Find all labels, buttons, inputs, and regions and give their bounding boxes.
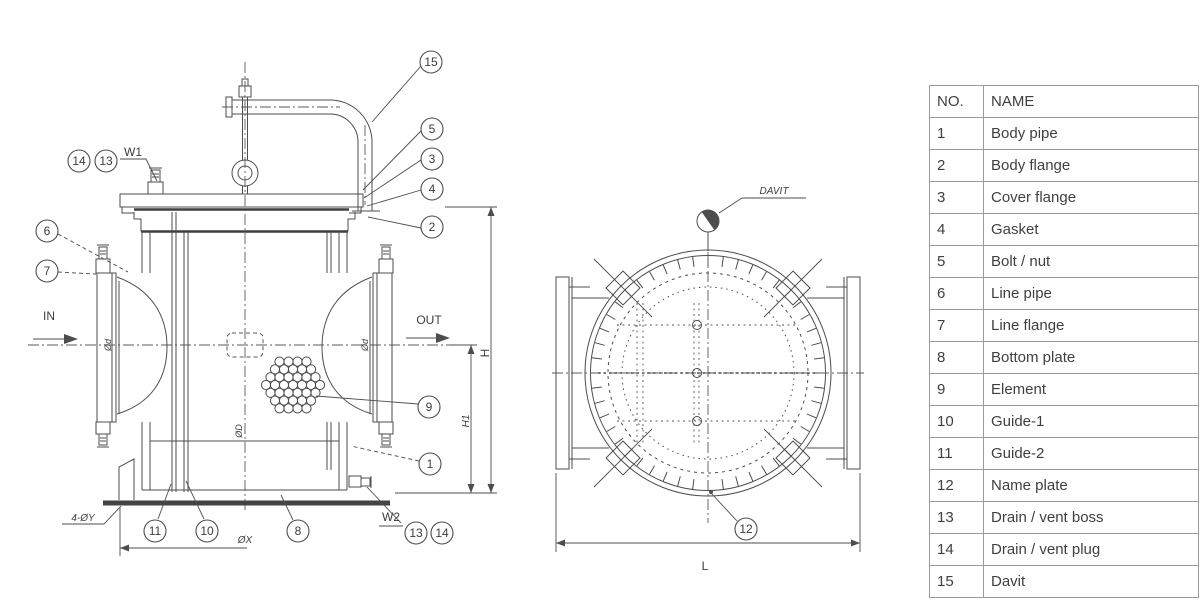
balloon-8: 8 xyxy=(287,520,309,542)
davit-label: DAVIT xyxy=(760,186,790,197)
svg-text:11: 11 xyxy=(149,524,162,538)
svg-text:13: 13 xyxy=(99,154,113,168)
dim-l-label: L xyxy=(702,559,709,573)
balloon-14-bottom: 14 xyxy=(431,522,453,544)
davit xyxy=(226,79,380,211)
balloon-7: 7 xyxy=(36,260,58,282)
lug-diamonds xyxy=(594,259,822,487)
outlet-flange xyxy=(373,273,392,422)
davit-eye-plan xyxy=(697,206,723,251)
balloon-14-top: 14 xyxy=(68,150,90,172)
flow-arrow-in-icon xyxy=(33,334,78,344)
davit-leader xyxy=(719,198,806,213)
balloon-13-bottom: 13 xyxy=(405,522,427,544)
inlet-dia-label: Ød xyxy=(103,338,113,352)
balloon-10: 10 xyxy=(196,520,218,542)
svg-text:14: 14 xyxy=(72,154,86,168)
dim-x-label: ØX xyxy=(237,535,253,546)
dim-l xyxy=(556,473,860,552)
dim-h-label: H xyxy=(478,349,492,358)
balloon-2: 2 xyxy=(421,216,443,238)
drawing-canvas: W1 W2 IN OUT 4-ØY ØX H H1 Ød Ød ØD 15 5 … xyxy=(0,0,920,573)
svg-text:4: 4 xyxy=(429,182,436,196)
balloon-13-top: 13 xyxy=(95,150,117,172)
drain-plug-w2 xyxy=(361,478,370,486)
dim-h1-label: H1 xyxy=(461,415,472,428)
flow-in-label: IN xyxy=(43,309,55,323)
svg-text:2: 2 xyxy=(429,220,436,234)
balloon-9: 9 xyxy=(418,396,440,418)
table-header-row: NO. NAME xyxy=(929,85,1199,118)
drain-boss-w2 xyxy=(349,476,361,487)
col-header-no: NO. xyxy=(929,85,984,118)
balloon-15: 15 xyxy=(420,51,442,73)
svg-text:1: 1 xyxy=(427,457,434,471)
weld-label-w1: W1 xyxy=(124,145,142,159)
front-dimensions xyxy=(120,207,497,556)
balloon-4: 4 xyxy=(421,178,443,200)
body-pipe xyxy=(142,231,347,490)
svg-text:12: 12 xyxy=(739,522,753,536)
flow-out-label: OUT xyxy=(416,313,442,327)
balloon-5: 5 xyxy=(421,118,443,140)
inlet-nozzle xyxy=(96,245,167,447)
svg-text:15: 15 xyxy=(424,55,438,69)
balloon-12: 12 xyxy=(735,518,757,540)
svg-text:3: 3 xyxy=(429,152,436,166)
svg-text:13: 13 xyxy=(409,526,423,540)
outlet-nozzle xyxy=(322,245,393,447)
body-dia-label: ØD xyxy=(234,424,244,439)
svg-text:8: 8 xyxy=(295,524,302,538)
svg-text:6: 6 xyxy=(44,224,51,238)
front-view: W1 W2 IN OUT 4-ØY ØX H H1 Ød Ød ØD 15 5 … xyxy=(28,51,497,556)
cover-and-flanges xyxy=(120,168,363,232)
vent-boss-w1 xyxy=(148,182,163,194)
svg-text:7: 7 xyxy=(44,264,51,278)
balloon-1: 1 xyxy=(419,453,441,475)
plan-side-flanges xyxy=(556,277,860,469)
balloon-12-leader xyxy=(711,493,737,521)
outlet-dia-label: Ød xyxy=(360,338,370,352)
bottom-plate xyxy=(103,459,390,503)
balloon-6: 6 xyxy=(36,220,58,242)
weld-label-w2: W2 xyxy=(382,510,400,524)
svg-text:9: 9 xyxy=(426,400,433,414)
svg-text:5: 5 xyxy=(429,122,436,136)
element-mesh-symbol xyxy=(261,357,324,413)
vent-plug-w1 xyxy=(151,170,160,182)
balloon-11: 11 xyxy=(144,520,166,542)
front-leaders xyxy=(58,66,421,526)
col-header-name: NAME xyxy=(983,85,1199,118)
davit-eye xyxy=(232,160,258,186)
svg-text:14: 14 xyxy=(435,526,449,540)
top-view: L DAVIT 12 xyxy=(552,186,864,573)
bolt-holes-label: 4-ØY xyxy=(71,513,96,524)
svg-text:10: 10 xyxy=(200,524,214,538)
element-and-guides xyxy=(172,212,331,492)
balloon-3: 3 xyxy=(421,148,443,170)
flow-arrow-out-icon xyxy=(406,333,450,343)
